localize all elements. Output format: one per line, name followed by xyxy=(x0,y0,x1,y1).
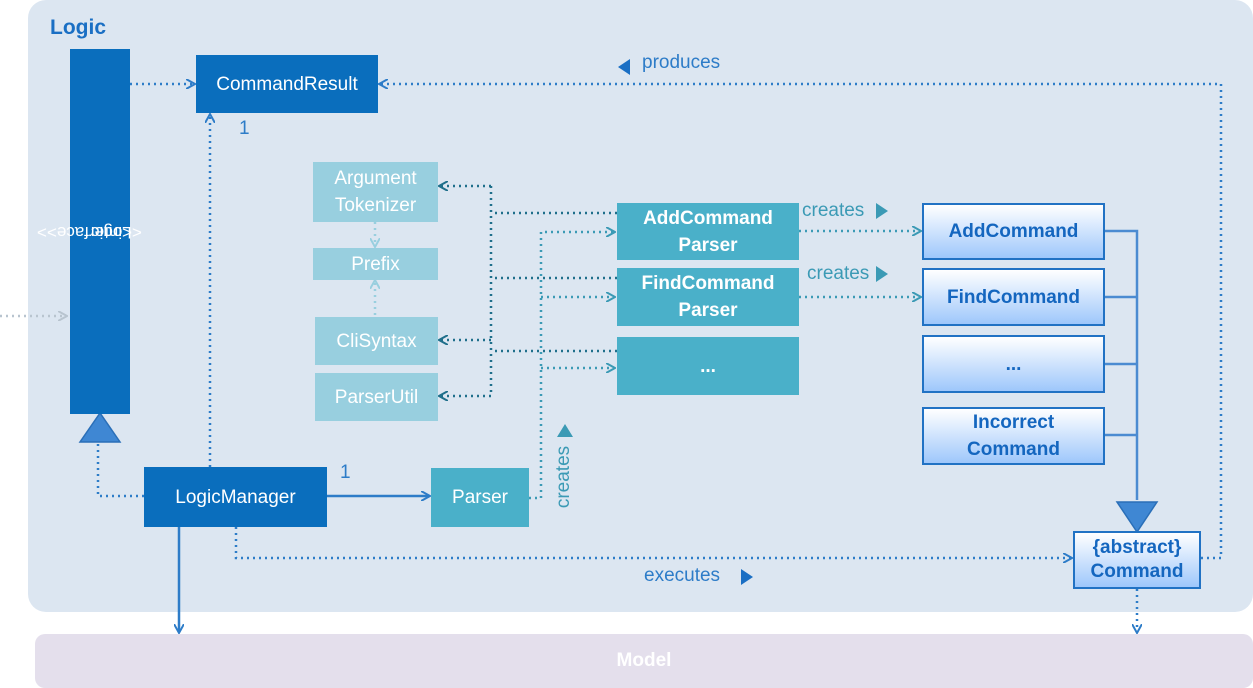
argument-tokenizer-line1: Argument xyxy=(334,168,417,189)
command-result-class: CommandResult xyxy=(196,55,378,113)
command-result-multiplicity: 1 xyxy=(239,118,250,139)
parser-multiplicity: 1 xyxy=(340,462,351,483)
other-commands: ... xyxy=(922,335,1105,393)
prefix-class: Prefix xyxy=(313,248,438,280)
model-package: Model xyxy=(35,634,1253,688)
produces-label: produces xyxy=(642,52,721,73)
cli-syntax-class: CliSyntax xyxy=(315,317,438,365)
parser-util-class: ParserUtil xyxy=(315,373,438,421)
creates-parser-label: creates xyxy=(553,445,574,509)
executes-label: executes xyxy=(644,565,721,586)
incorrect-command-class: Incorrect Command xyxy=(922,407,1105,465)
find-command-parser-class: FindCommand Parser xyxy=(617,268,799,326)
logic-manager-class: LogicManager xyxy=(144,467,327,527)
logic-interface-name: Logic xyxy=(90,222,132,242)
logic-package-title: Logic xyxy=(50,16,106,39)
abstract-command-class: {abstract} Command xyxy=(1073,531,1201,589)
creates-add-label: creates xyxy=(802,200,865,221)
add-command-parser-line1: AddCommand xyxy=(643,207,773,229)
logic-interface: <<interface>> Logic xyxy=(37,49,141,414)
find-command-parser-line2: Parser xyxy=(678,300,738,321)
incorrect-command-line1: Incorrect xyxy=(972,412,1055,433)
abstract-command-stereotype: {abstract} xyxy=(1092,537,1182,558)
other-command-parsers: ... xyxy=(617,337,799,395)
add-command-class: AddCommand xyxy=(922,203,1105,260)
argument-tokenizer-line2: Tokenizer xyxy=(334,195,417,216)
creates-find-label: creates xyxy=(807,263,870,284)
parser-class: Parser xyxy=(431,468,529,527)
add-command-parser-class: AddCommand Parser xyxy=(617,203,799,260)
find-command-parser-line1: FindCommand xyxy=(641,273,775,294)
argument-tokenizer-class: Argument Tokenizer xyxy=(313,162,438,222)
find-command-class: FindCommand xyxy=(922,268,1105,326)
incorrect-command-line2: Command xyxy=(967,439,1060,460)
abstract-command-name: Command xyxy=(1090,561,1184,582)
add-command-parser-line2: Parser xyxy=(678,234,738,256)
